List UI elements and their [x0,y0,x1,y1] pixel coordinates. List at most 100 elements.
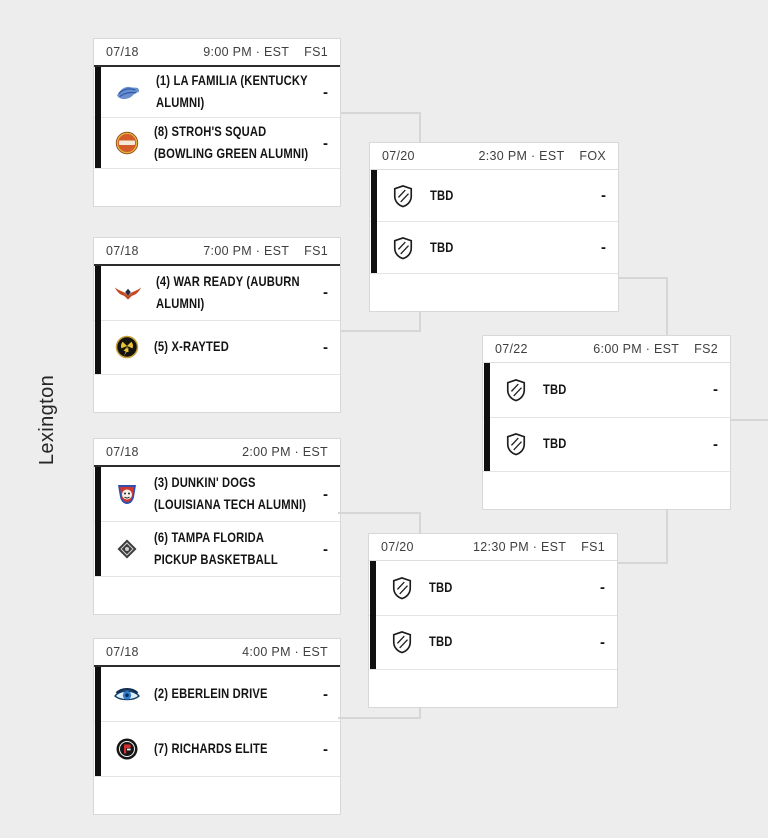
match-header-right: 2:00 PM · EST [242,445,328,459]
team-row[interactable]: TBD- [369,561,617,615]
match-card-r1m4[interactable]: 07/18 4:00 PM · EST (2) EBERLEIN DRIVE - (7)… [93,638,341,815]
match-card-r1m1[interactable]: 07/18 9:00 PM · EST FS1 (1) LA FAMILIA (KEN… [93,38,341,207]
match-header-right: 4:00 PM · EST [242,645,328,659]
team-name-text: TBD [430,238,454,255]
team-row[interactable]: TBD - [369,614,617,669]
match-header-right: 7:00 PM · EST FS1 [203,244,328,258]
team-score: - [713,435,718,453]
tbd-shield-icon [388,628,416,656]
region-label: Lexington [36,374,58,466]
team-row[interactable]: (7) RICHARDS ELITE- [94,721,340,776]
team-row[interactable]: (3) DUNKIN' DOGS (LOUISIANA TECH ALUMNI)… [94,467,340,521]
match-rows: TBD-TBD- [370,170,618,273]
bracket-connector [617,562,667,564]
accent-bar [95,67,101,168]
match-rows: (3) DUNKIN' DOGS (LOUISIANA TECH ALUMNI)… [94,467,340,576]
war-ready-icon [113,279,143,307]
accent-bar [371,170,377,273]
team-score: - [713,381,718,399]
accent-bar [370,561,376,669]
match-date: 07/18 [106,244,139,258]
match-footer [94,374,340,412]
match-date: 07/18 [106,645,139,659]
strohs-squad-icon [113,129,141,157]
team-name: (7) RICHARDS ELITE [154,738,310,760]
team-row[interactable]: (8) STROH'S SQUAD (BOWLING GREEN ALUMNI)… [94,117,340,168]
team-name-text: TBD [429,633,453,650]
la-familia-icon [113,78,143,106]
team-name-text: (6) TAMPA FLORIDA PICKUP BASKETBALL [154,529,278,567]
team-score: - [323,685,328,703]
match-time: 7:00 PM · EST [203,244,290,258]
match-header-right: 9:00 PM · EST FS1 [203,45,328,59]
match-date: 07/18 [106,45,139,59]
team-score: - [323,284,328,302]
team-name-text: (4) WAR READY (AUBURN ALUMNI) [156,273,300,311]
dunkin-dogs-icon [113,480,141,508]
match-network: FS1 [304,244,328,258]
team-name: (3) DUNKIN' DOGS (LOUISIANA TECH ALUMNI) [154,472,310,515]
bracket-connector [338,717,420,719]
team-row[interactable]: (1) LA FAMILIA (KENTUCKY ALUMNI)- [94,67,340,117]
match-footer [483,471,730,509]
team-name: TBD [430,237,588,259]
team-score: - [323,134,328,152]
team-name: (8) STROH'S SQUAD (BOWLING GREEN ALUMNI) [154,121,310,164]
match-time: 12:30 PM · EST [473,540,567,554]
match-network: FOX [579,149,606,163]
match-time: 2:30 PM · EST [478,149,565,163]
match-date: 07/20 [382,149,415,163]
match-date: 07/18 [106,445,139,459]
bracket-connector [419,311,421,332]
team-name-text: (1) LA FAMILIA (KENTUCKY ALUMNI) [156,72,308,110]
match-header-right: 2:30 PM · EST FOX [479,149,606,163]
team-score: - [600,579,605,597]
accent-bar [95,467,101,576]
tbd-shield-icon [389,234,417,262]
team-name-text: (3) DUNKIN' DOGS (LOUISIANA TECH ALUMNI) [154,474,307,512]
team-score: - [601,239,606,256]
match-time: 4:00 PM · EST [242,645,328,659]
tbd-shield-icon [388,574,416,602]
team-score: - [600,633,605,651]
match-card-r1m2[interactable]: 07/18 7:00 PM · EST FS1 (4) WAR READY (AUBU… [93,237,341,413]
team-row[interactable]: (4) WAR READY (AUBURN ALUMNI) - [94,266,340,320]
match-header: 07/18 2:00 PM · EST [94,439,340,467]
team-row[interactable]: (2) EBERLEIN DRIVE - [94,667,340,721]
match-header: 07/18 4:00 PM · EST [94,639,340,667]
match-header: 07/20 2:30 PM · EST FOX [370,143,618,170]
tampa-pickup-icon [113,535,141,563]
team-name: (2) EBERLEIN DRIVE [154,683,310,705]
team-name: (6) TAMPA FLORIDA PICKUP BASKETBALL [154,527,310,570]
accent-bar [484,363,490,471]
team-row[interactable]: TBD- [483,416,730,471]
match-rows: TBD-TBD- [483,363,730,471]
eberlein-drive-icon [113,680,141,708]
match-network: FS1 [304,45,328,59]
team-row[interactable]: (5) X-RAYTED- [94,319,340,374]
team-row[interactable]: (6) TAMPA FLORIDA PICKUP BASKETBALL- [94,521,340,576]
bracket-connector [338,512,420,514]
team-name: TBD [430,185,588,207]
team-row[interactable]: TBD- [370,170,618,221]
team-name: (5) X-RAYTED [154,336,310,358]
bracket-connector [666,277,668,336]
bracket-connector [419,707,421,719]
match-network: FS1 [581,540,605,554]
match-card-r1m3[interactable]: 07/18 2:00 PM · EST (3) DUNKIN' DOGS (LOUI… [93,438,341,615]
match-time: 2:00 PM · EST [242,445,328,459]
team-score: - [323,83,328,101]
match-footer [94,776,340,814]
team-row[interactable]: TBD - [370,221,618,273]
match-footer [369,669,617,707]
match-rows: TBD-TBD- [369,561,617,669]
match-time: 9:00 PM · EST [203,45,290,59]
team-row[interactable]: TBD- [483,363,730,417]
team-name-text: (2) EBERLEIN DRIVE [154,685,268,702]
